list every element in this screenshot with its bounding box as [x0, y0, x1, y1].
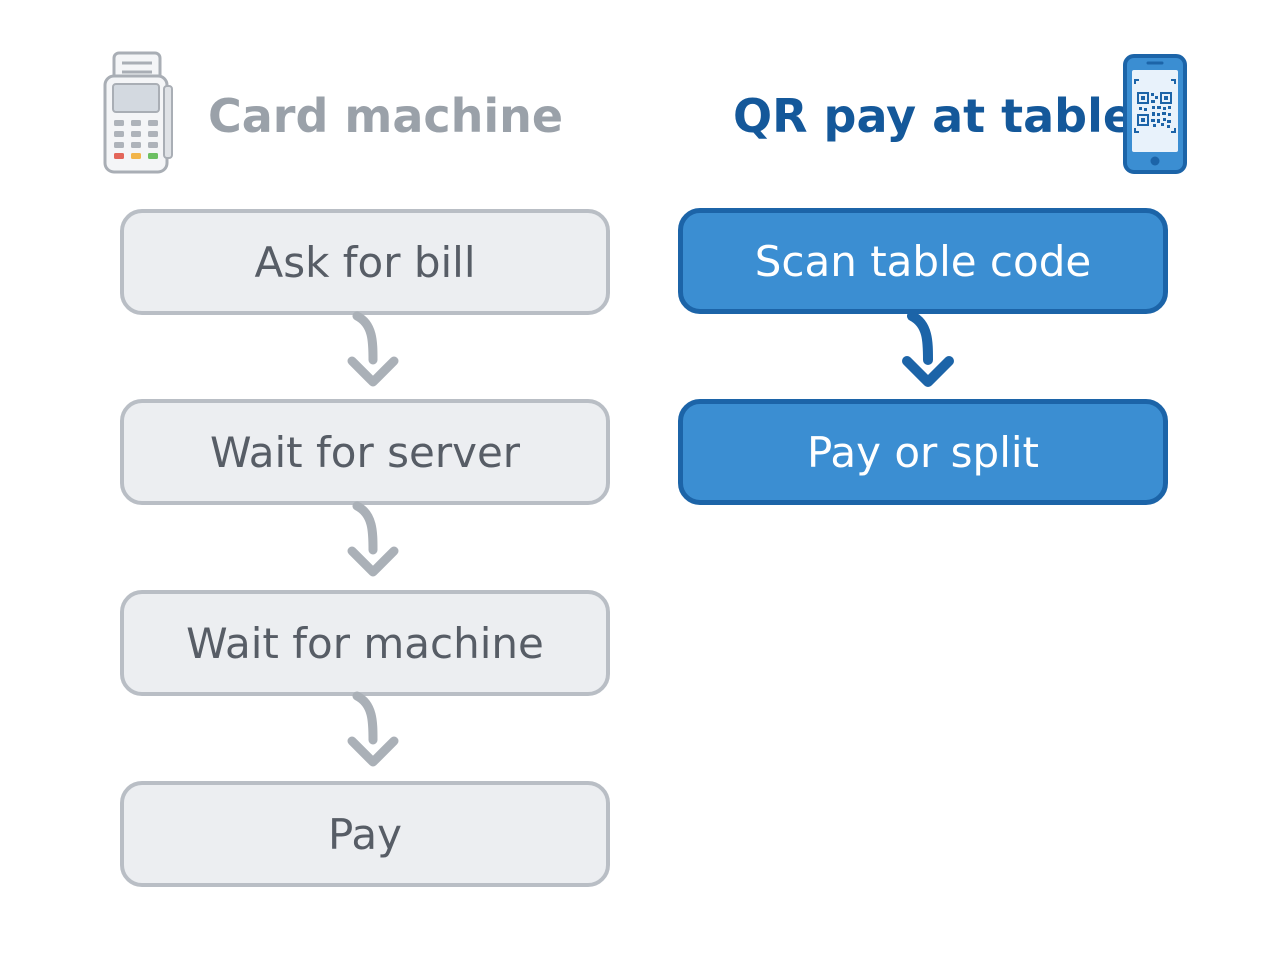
flow-arrow-icon — [347, 691, 399, 767]
step-ask-for-bill: Ask for bill — [120, 209, 610, 315]
step-wait-for-machine: Wait for machine — [120, 590, 610, 696]
step-pay-or-split: Pay or split — [678, 399, 1168, 505]
card-terminal-icon — [103, 51, 173, 174]
step-wait-for-server: Wait for server — [120, 399, 610, 505]
flow-arrow-icon — [902, 311, 954, 387]
card-machine-title: Card machine — [208, 89, 564, 143]
flow-arrow-icon — [347, 311, 399, 387]
step-scan-table-code: Scan table code — [678, 208, 1168, 314]
phone-qr-icon — [1123, 54, 1187, 174]
step-pay: Pay — [120, 781, 610, 887]
qr-pay-title: QR pay at table — [733, 89, 1135, 143]
flow-arrow-icon — [347, 501, 399, 577]
